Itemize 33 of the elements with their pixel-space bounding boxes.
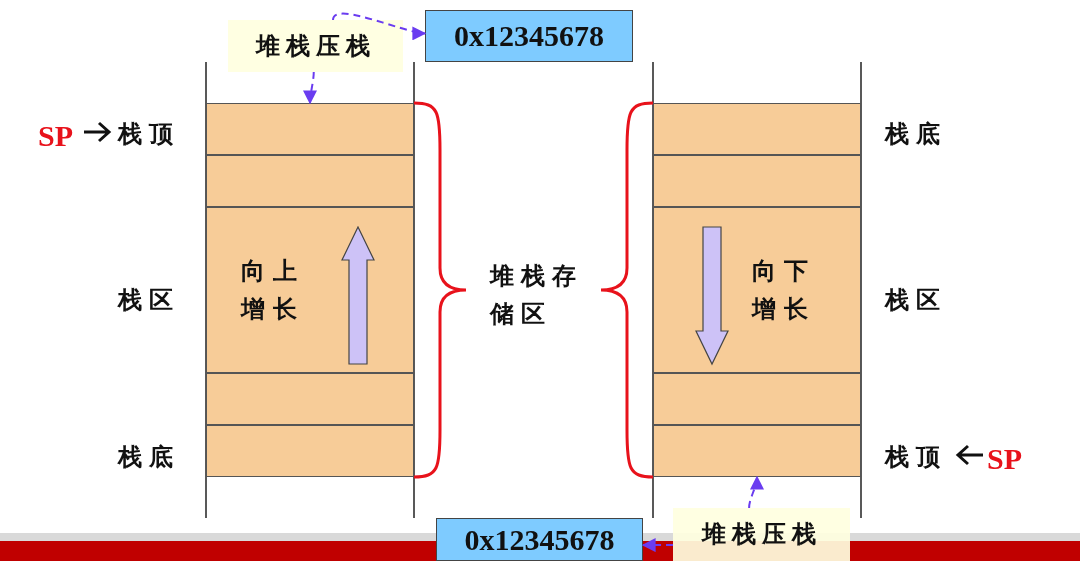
node-text: 堆栈压栈 — [255, 30, 376, 62]
register-label: SP — [38, 118, 73, 154]
address-box — [436, 518, 643, 561]
stack-cell — [653, 425, 861, 477]
region-label: 栈区 — [885, 285, 948, 316]
dashed-arrow — [748, 475, 764, 509]
region-label: 栈顶 — [118, 119, 181, 150]
dashed-arrow — [332, 12, 427, 39]
stack-cell — [653, 207, 861, 373]
register-label: SP — [987, 441, 1022, 477]
node-text: 向下增长 — [752, 255, 818, 325]
address-text: 0x12345678 — [454, 18, 604, 54]
stack-cell — [206, 103, 414, 155]
address-text: 0x12345678 — [464, 521, 615, 558]
stack-cell — [653, 155, 861, 207]
stack-cell — [206, 207, 414, 373]
note-box — [228, 20, 403, 72]
stack-cell — [653, 373, 861, 425]
address-box — [425, 10, 633, 62]
stack-cell — [653, 103, 861, 155]
node-text: 向上增长 — [241, 255, 307, 325]
stack-cell — [206, 425, 414, 477]
dashed-arrow — [641, 538, 674, 553]
node-text: 堆栈压栈 — [701, 519, 822, 551]
region-label: 栈底 — [118, 442, 181, 473]
region-label: 栈区 — [118, 285, 181, 316]
region-label: 栈顶 — [885, 442, 948, 473]
region-label: 栈底 — [885, 119, 948, 150]
region-label: 堆栈存储区 — [490, 261, 585, 331]
stack-cell — [206, 155, 414, 207]
stack-cell — [206, 373, 414, 425]
note-box — [673, 508, 850, 561]
dashed-arrow — [303, 71, 318, 105]
